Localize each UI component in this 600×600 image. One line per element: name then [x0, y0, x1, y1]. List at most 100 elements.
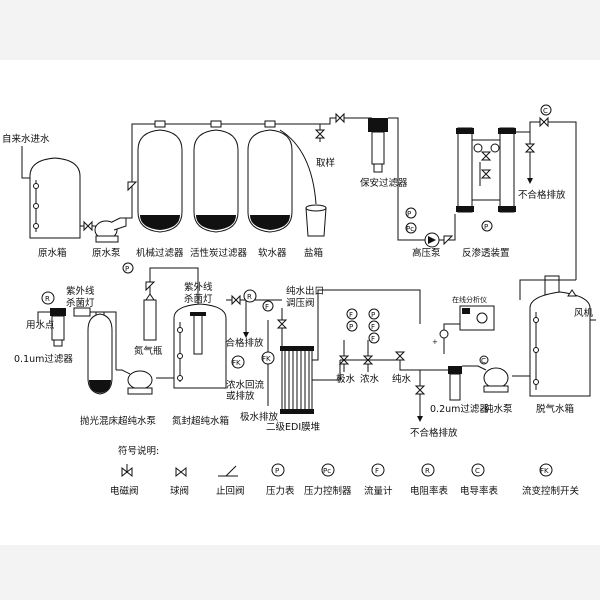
high-pressure-pump: 高压泵 [412, 232, 441, 259]
conductivity-meter-top: C [540, 104, 552, 116]
ball-valve-icon [362, 355, 374, 365]
svg-text:FK: FK [262, 355, 271, 363]
raw-water-pump: 原水泵 [80, 217, 127, 259]
legend-label: 压力表 [266, 485, 295, 497]
salt-tank-label: 盐箱 [304, 247, 323, 259]
resistivity-meter-icon [421, 463, 435, 477]
svg-text:P: P [125, 265, 129, 273]
check-valve-icon [145, 281, 156, 292]
pure-water-label: 纯水 [392, 373, 412, 385]
ball-valve-icon [314, 129, 326, 139]
svg-text:F: F [375, 467, 379, 475]
legend-flow-meter: F 流量计 [364, 463, 393, 497]
tap-water-in-label: 自来水进水 [2, 133, 50, 145]
svg-text:Pc: Pc [323, 467, 331, 475]
resistivity-meter-mid: R [243, 289, 257, 303]
filter-02-label: 0.2um过滤器 [430, 403, 489, 415]
n2-tank-label: 氮封超纯水箱 [172, 415, 229, 427]
svg-text:Pc: Pc [406, 225, 414, 233]
polishing-bed-label: 抛光混床 [80, 415, 119, 427]
mech-filter-label: 机械过滤器 [136, 247, 184, 259]
top-margin [0, 0, 600, 60]
analyzer-label: 在线分析仪 [452, 295, 487, 304]
svg-text:C: C [543, 107, 548, 115]
raw-pump-label: 原水泵 [92, 247, 121, 259]
legend-label: 流量计 [364, 485, 393, 497]
legend-pressure-gauge: P 压力表 [266, 463, 295, 497]
ball-valve-icon [414, 385, 426, 395]
legend-label: 电磁阀 [110, 485, 139, 497]
svg-text:R: R [425, 467, 430, 475]
ball-valve-icon [524, 143, 536, 153]
svg-text:C: C [481, 357, 486, 365]
svg-text:P: P [275, 467, 279, 475]
pole-water-label: 极水 [336, 373, 356, 385]
check-valve-icon [127, 181, 138, 192]
svg-text:F: F [371, 335, 375, 343]
ball-valve-icon [83, 220, 93, 232]
up-pump-label: 超纯水泵 [118, 415, 157, 427]
legend-conductivity-meter: C 电导率表 [460, 463, 499, 497]
fan-icon [567, 289, 577, 297]
legend-ball-valve: 球阀 [170, 466, 189, 497]
svg-text:FK: FK [540, 467, 549, 475]
legend-label: 流变控制开关 [522, 485, 580, 497]
check-valve-icon [443, 235, 454, 246]
ball-valve-icon [480, 169, 492, 179]
legend-title: 符号说明: [118, 445, 159, 457]
raw-water-tank: 原水箱 [29, 157, 81, 259]
svg-text:R: R [45, 295, 50, 303]
legend-label: 止回阀 [216, 485, 245, 497]
legend-label: 球阀 [170, 485, 189, 497]
sample-point: 取样 [314, 124, 335, 169]
nitrogen-bottle-label: 氮气瓶 [134, 345, 163, 357]
legend-check-valve: 止回阀 [216, 465, 245, 497]
uv-left: 紫外线 杀菌灯 R 用水点 [26, 285, 95, 331]
pressure-gauge-icon [271, 463, 285, 477]
use-point-label: 用水点 [26, 319, 55, 331]
n2-sealed-tank: 紫外线 杀菌灯 氮封超纯水箱 [172, 281, 229, 427]
edi-stack-label: 二级EDI膜堆 [266, 421, 321, 433]
ultrapure-pump: 超纯水泵 [116, 369, 174, 427]
edi-flow-meters: F P P F F [346, 308, 380, 344]
svg-text:FK: FK [232, 359, 241, 367]
reject-bottom-label: 不合格排放 [410, 427, 458, 439]
reject-mid: 不合格排放 [216, 300, 264, 349]
conductivity-meter-icon [471, 463, 485, 477]
solenoid-valve-icon [231, 294, 241, 306]
pole-drain-label: 极水排放 [240, 411, 279, 423]
salt-tank: 盐箱 [279, 129, 327, 259]
softener-label: 软水器 [258, 247, 287, 259]
pure-water-pump: C 纯水泵 [470, 355, 530, 415]
security-filter-label: 保安过滤器 [360, 177, 408, 189]
legend-solenoid-valve: 电磁阀 [110, 464, 139, 497]
softener: 软水器 [247, 120, 293, 259]
filter-01-label: 0.1um过滤器 [14, 353, 73, 365]
svg-text:F: F [349, 311, 353, 319]
pole-conc-valves: 极水 浓水 [336, 340, 380, 385]
edi-outlet-label-2: 调压阀 [286, 297, 315, 309]
ball-valve-icon [394, 351, 406, 361]
svg-text:P: P [484, 223, 488, 231]
mechanical-filter: 机械过滤器 [136, 120, 184, 259]
svg-text:R: R [247, 293, 252, 301]
svg-text:P: P [407, 210, 411, 218]
ball-valve-icon [175, 466, 187, 478]
flow-switch-icon [539, 463, 553, 477]
legend-pressure-controller: Pc 压力控制器 [304, 463, 352, 497]
hp-pump-label: 高压泵 [412, 247, 441, 259]
legend-resistivity-meter: R 电阻率表 [410, 463, 449, 497]
legend-flow-switch: FK 流变控制开关 [522, 463, 580, 497]
edi-outlet: 纯水出口 调压阀 [276, 285, 324, 346]
conc-return-label-1: 浓水回流 [226, 379, 265, 391]
pressure-controller: P Pc [405, 207, 417, 234]
svg-text:F: F [371, 323, 375, 331]
carbon-filter: 活性炭过滤器 [190, 120, 248, 259]
edi-stack: 二级EDI膜堆 [266, 346, 321, 433]
pure-pump-label: 纯水泵 [484, 403, 513, 415]
conc-return-label-2: 或排放 [226, 390, 255, 402]
svg-text:+: + [432, 338, 438, 346]
security-filter: 保安过滤器 [360, 118, 408, 189]
solenoid-valve-icon [276, 319, 288, 329]
